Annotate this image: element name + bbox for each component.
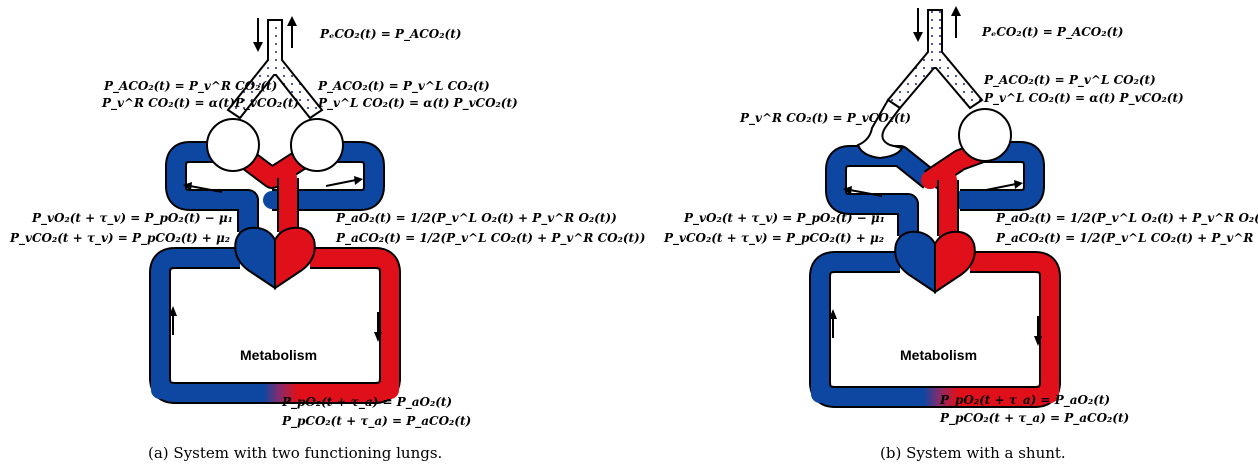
eq-arterial-co2: P_aCO₂(t) = 1/2(P_v^L CO₂(t) + P_v^R CO₂…	[335, 231, 645, 246]
diagram-b: PₑCO₂(t) = P_ACO₂(t) P_v^R CO₂(t) = P_vC…	[663, 6, 1258, 462]
flow-arrow-pulm-right	[325, 176, 363, 187]
eq-venous-co2: P_vCO₂(t + τ_v) = P_pCO₂(t) + μ₂	[663, 231, 884, 246]
flow-arrow-arterial-down	[374, 312, 382, 342]
heart	[234, 226, 316, 290]
inhale-arrow	[913, 8, 923, 42]
caption-b: (b) System with a shunt.	[880, 444, 1066, 462]
flow-arrow-pulm-left	[183, 182, 223, 193]
eq-peripheral-co2: P_pCO₂(t + τ_a) = P_aCO₂(t)	[281, 414, 471, 429]
eq-right-lung-2: P_v^L CO₂(t) = α(t) P_vCO₂(t)	[983, 91, 1184, 106]
eq-right-lung-1: P_ACO₂(t) = P_v^L CO₂(t)	[983, 73, 1156, 88]
metabolism-label: Metabolism	[240, 347, 317, 363]
eq-peripheral-o2: P_pO₂(t + τ_a) = P_aO₂(t)	[939, 393, 1110, 408]
exhale-arrow	[951, 6, 961, 38]
flow-arrow-pulm-left	[843, 186, 883, 197]
flow-arrow-venous-up	[169, 306, 177, 335]
eq-venous-o2: P_vO₂(t + τ_v) = P_pO₂(t) − μ₁	[683, 211, 885, 226]
collapsed-left-lung	[856, 98, 904, 160]
heart	[894, 230, 976, 294]
caption-a: (a) System with two functioning lungs.	[148, 444, 442, 462]
exhale-arrow	[287, 16, 297, 48]
eq-left-lung-1: P_ACO₂(t) = P_v^R CO₂(t)	[103, 79, 277, 94]
eq-left-lung-2: P_v^R CO₂(t) = α(t)P_vCO₂(t)	[101, 96, 299, 111]
eq-arterial-o2: P_aO₂(t) = 1/2(P_v^L O₂(t) + P_v^R O₂(t)…	[995, 211, 1258, 226]
metabolism-label: Metabolism	[900, 347, 977, 363]
eq-right-lung-1: P_ACO₂(t) = P_v^L CO₂(t)	[317, 79, 490, 94]
trachea	[226, 19, 324, 120]
trachea	[886, 9, 984, 110]
eq-right-lung-2: P_v^L CO₂(t) = α(t) P_vCO₂(t)	[317, 96, 518, 111]
flow-arrow-arterial-down	[1034, 316, 1042, 346]
eq-venous-o2: P_vO₂(t + τ_v) = P_pO₂(t) − μ₁	[31, 211, 233, 226]
eq-arterial-o2: P_aO₂(t) = 1/2(P_v^L O₂(t) + P_v^R O₂(t)…	[335, 211, 617, 226]
eq-venous-co2: P_vCO₂(t + τ_v) = P_pCO₂(t) + μ₂	[9, 231, 230, 246]
systemic-circulation	[809, 251, 1061, 408]
flow-arrow-venous-up	[829, 309, 837, 338]
eq-peripheral-o2: P_pO₂(t + τ_a) = P_aO₂(t)	[281, 395, 452, 410]
pulmonary-circulation	[825, 141, 1045, 245]
flow-arrow-pulm-right	[985, 180, 1023, 191]
right-lung	[290, 118, 344, 172]
diagram-a: PₑCO₂(t) = P_ACO₂(t) P_ACO₂(t) = P_v^R C…	[9, 16, 645, 462]
eq-shunt: P_v^R CO₂(t) = P_vCO₂(t)	[739, 111, 911, 126]
eq-exhaled: PₑCO₂(t) = P_ACO₂(t)	[319, 27, 461, 42]
inhale-arrow	[253, 18, 263, 52]
right-lung	[958, 108, 1012, 162]
eq-peripheral-co2: P_pCO₂(t + τ_a) = P_aCO₂(t)	[939, 411, 1129, 426]
eq-exhaled: PₑCO₂(t) = P_ACO₂(t)	[981, 25, 1123, 40]
systemic-circulation	[149, 247, 401, 404]
left-lung	[206, 118, 260, 172]
eq-arterial-co2: P_aCO₂(t) = 1/2(P_v^L CO₂(t) + P_v^R CO₂…	[995, 231, 1258, 246]
